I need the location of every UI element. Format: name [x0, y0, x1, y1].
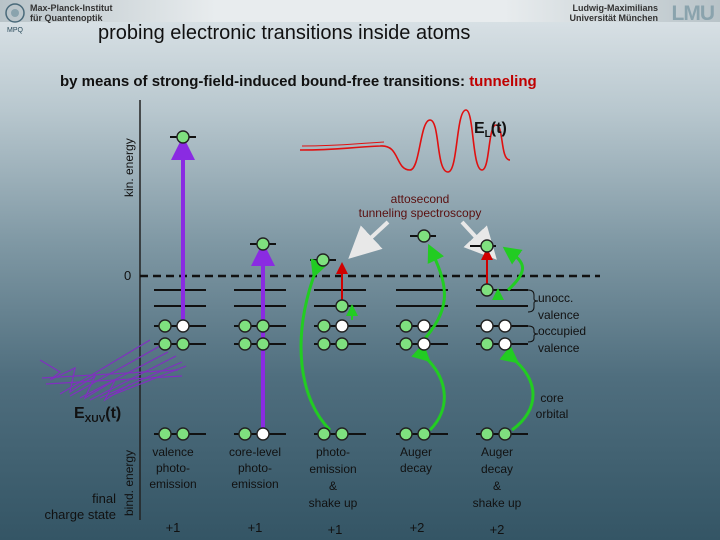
xuv-pulse — [39, 339, 187, 402]
el-arg: (t) — [490, 120, 507, 137]
auger-fill-4 — [411, 343, 446, 432]
process-5-line3: & — [492, 479, 501, 493]
exuv-main: E — [74, 405, 85, 422]
laser-field-label: EL(t) — [474, 120, 507, 140]
exuv-arg: (t) — [105, 405, 122, 422]
auger-emit-4 — [420, 243, 446, 343]
right-institute-line1: Ludwig-Maximilians — [572, 3, 658, 13]
process-label-4: Auger decay — [386, 444, 446, 476]
process-4-line2: decay — [399, 461, 433, 475]
attosecond-line1: attosecond — [390, 192, 450, 206]
unocc-line2: valence — [538, 308, 580, 322]
header-bar — [0, 0, 720, 22]
process-label-2: core-level photo- emission — [222, 444, 288, 492]
right-institute: Ludwig-Maximilians Universität München — [569, 3, 658, 23]
process-5-line4: shake up — [472, 496, 522, 510]
kin-energy-axis-label: kin. energy — [122, 138, 136, 197]
core-line1: core — [540, 391, 564, 405]
charge-4: +2 — [409, 520, 425, 535]
process-1-line3: emission — [149, 477, 197, 491]
process-1-line1: valence — [152, 445, 194, 459]
laser-pulse-waveform — [299, 109, 511, 173]
final-charge-label: final charge state — [38, 491, 116, 523]
xuv-field-label: EXUV(t) — [74, 405, 121, 425]
unocc-valence-legend: unocc. valence — [538, 290, 579, 324]
electron-dots — [158, 130, 512, 441]
el-main: E — [474, 120, 485, 137]
process-2-line2: photo- — [237, 461, 273, 475]
process-3-line2: emission — [309, 462, 357, 476]
unocc-line1: unocc. — [538, 291, 574, 305]
process-1-line2: photo- — [155, 461, 191, 475]
charge-5: +2 — [489, 522, 505, 537]
final-charge-line2: charge state — [44, 507, 116, 522]
charge-2: +1 — [247, 520, 263, 535]
bind-energy-axis-label: bind. energy — [122, 449, 136, 516]
subtitle-prefix: by means of strong-field-induced bound-f… — [60, 73, 470, 90]
attosecond-label: attosecond tunneling spectroscopy — [340, 192, 500, 220]
final-charge-line1: final — [92, 491, 116, 506]
process-4-line1: Auger — [399, 445, 433, 459]
left-institute-line2: für Quantenoptik — [30, 13, 103, 23]
charge-3: +1 — [327, 522, 343, 537]
occ-brace — [527, 325, 539, 343]
core-orbital-legend: core orbital — [532, 390, 572, 422]
process-3-line3: & — [328, 479, 337, 493]
occ-valence-legend: occupied valence — [538, 323, 586, 357]
unocc-brace — [527, 289, 539, 313]
shakeup-fill-3 — [299, 258, 332, 432]
zero-label: 0 — [124, 268, 132, 283]
process-2-line1: core-level — [228, 445, 282, 459]
process-3-line1: photo- — [315, 445, 351, 459]
auger-emit-5 — [502, 246, 524, 292]
mpq-logo-icon: MPQ — [5, 3, 25, 34]
left-institute: Max-Planck-Institut für Quantenoptik — [30, 3, 113, 23]
lmu-logo: LMU — [671, 2, 715, 25]
core-line2: orbital — [535, 407, 569, 421]
process-2-line3: emission — [231, 477, 279, 491]
process-label-1: valence photo- emission — [140, 444, 206, 492]
left-institute-line1: Max-Planck-Institut — [30, 3, 113, 13]
process-5-line2: decay — [480, 462, 514, 476]
tunneling-pointer-left — [348, 220, 390, 259]
subtitle-highlight: tunneling — [469, 73, 537, 90]
process-label-5: Auger decay & shake up — [464, 444, 530, 512]
exuv-sub: XUV — [84, 414, 106, 426]
slide-subtitle: by means of strong-field-induced bound-f… — [60, 73, 537, 90]
el-sub: L — [484, 129, 491, 141]
occ-line1: occupied — [538, 324, 587, 338]
auger-fill-5 — [499, 345, 535, 432]
occ-line2: valence — [538, 341, 580, 355]
slide-title: probing electronic transitions inside at… — [98, 22, 471, 44]
attosecond-line2: tunneling spectroscopy — [358, 206, 482, 220]
process-3-line4: shake up — [308, 496, 358, 510]
process-label-3: photo- emission & shake up — [300, 444, 366, 512]
right-institute-line2: Universität München — [569, 13, 658, 23]
process-5-line1: Auger — [480, 445, 514, 459]
charge-1: +1 — [165, 520, 181, 535]
mpq-logo-text: MPQ — [7, 27, 24, 34]
